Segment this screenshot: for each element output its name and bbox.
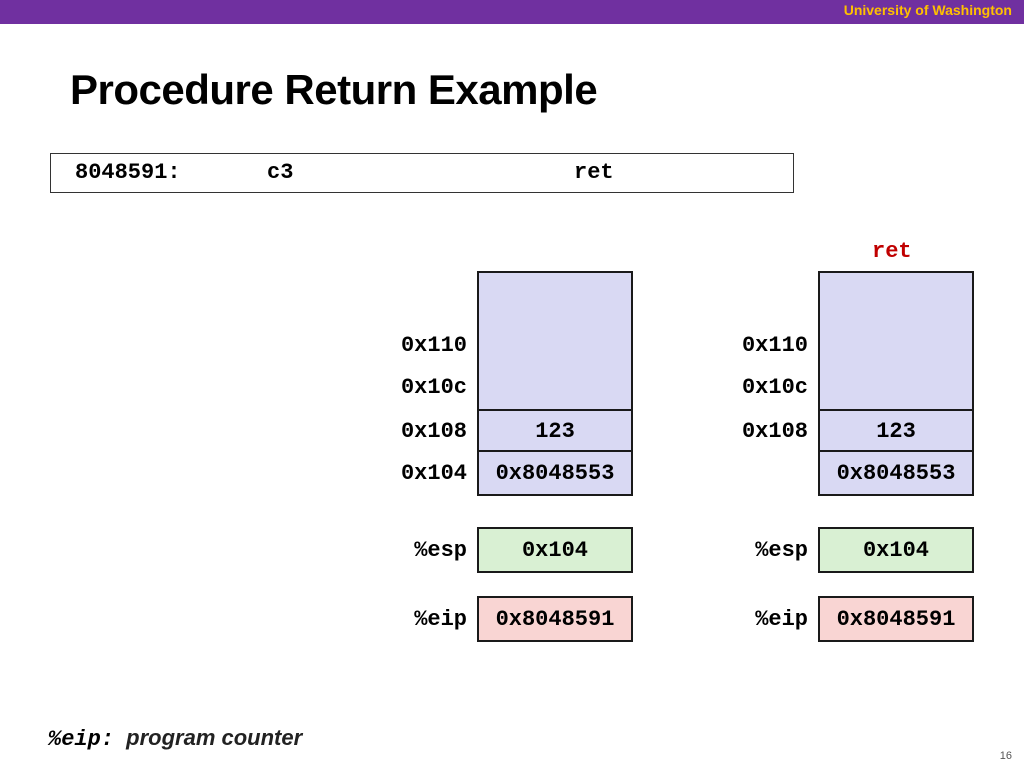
eip-label: %eip [414, 607, 467, 632]
top-banner: University of Washington [0, 0, 1024, 24]
address-label: 0x10c [741, 375, 808, 400]
footer-register: %eip: [48, 727, 115, 752]
esp-register: 0x104 [477, 527, 633, 573]
instruction-address: 8048591: [75, 160, 181, 185]
stack-empty-region [477, 271, 633, 412]
address-label: 0x110 [400, 333, 467, 358]
stack-cell: 123 [818, 409, 974, 453]
slide-title: Procedure Return Example [70, 66, 598, 113]
instruction-mnemonic: ret [574, 160, 614, 185]
address-label: 0x110 [741, 333, 808, 358]
footer-description: program counter [126, 725, 303, 750]
page-number: 16 [999, 750, 1012, 762]
ret-label: ret [872, 239, 912, 264]
instruction-box: 8048591: c3 ret [50, 153, 794, 193]
stack-cell: 123 [477, 409, 633, 453]
stack-empty-region [818, 271, 974, 412]
eip-register: 0x8048591 [477, 596, 633, 642]
eip-label: %eip [755, 607, 808, 632]
eip-register: 0x8048591 [818, 596, 974, 642]
address-label: 0x108 [400, 419, 467, 444]
address-label: 0x10c [400, 375, 467, 400]
esp-label: %esp [755, 538, 808, 563]
stack-cell: 0x8048553 [477, 450, 633, 496]
address-label: 0x104 [400, 461, 467, 486]
esp-label: %esp [414, 538, 467, 563]
address-label: 0x108 [741, 419, 808, 444]
institution-name: University of Washington [843, 2, 1012, 18]
esp-register: 0x104 [818, 527, 974, 573]
stack-cell: 0x8048553 [818, 450, 974, 496]
instruction-opcode: c3 [267, 160, 294, 185]
footer-note: %eip: program counter [48, 725, 302, 752]
